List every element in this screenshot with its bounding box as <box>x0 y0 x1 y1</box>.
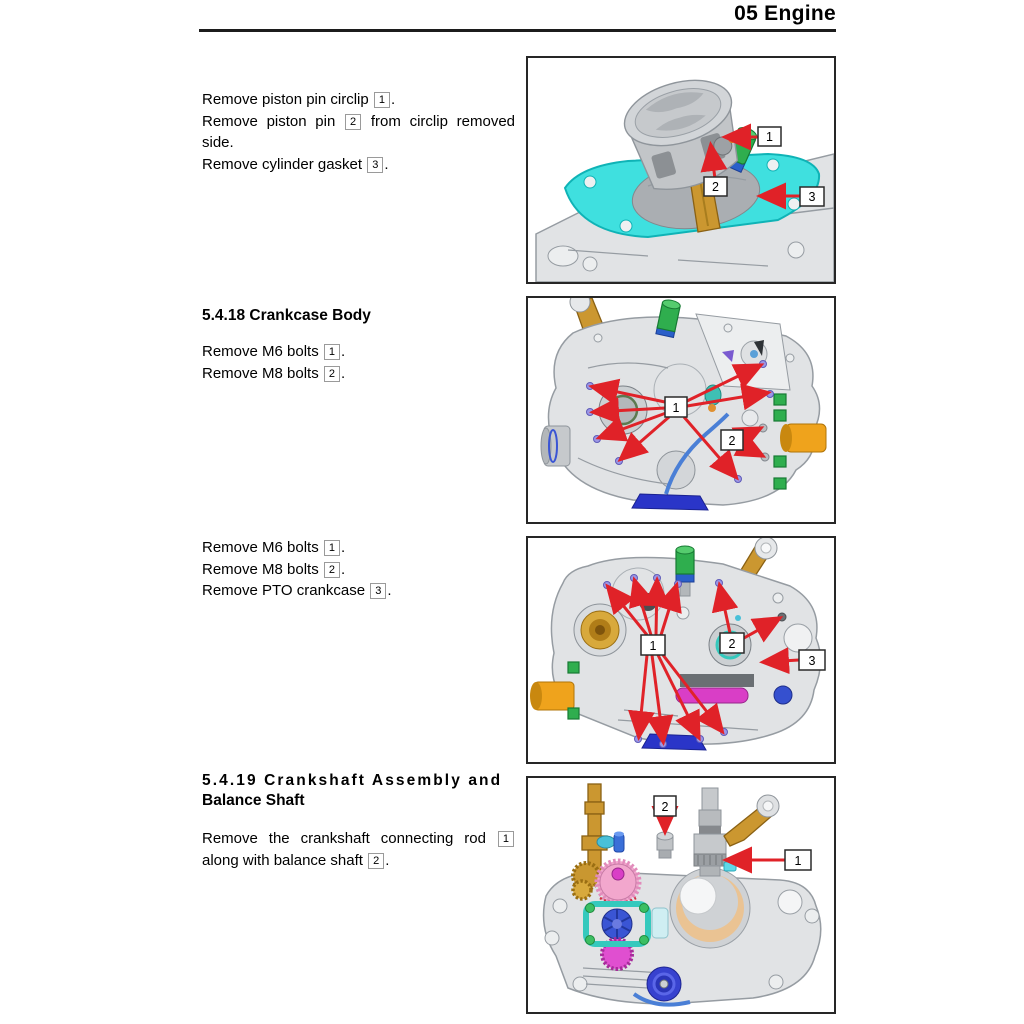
figure-panel-crankshaft: 2 1 <box>526 776 836 1014</box>
section-heading-line: Balance Shaft <box>202 791 305 809</box>
idler-gear <box>596 835 616 849</box>
figure-panel-piston-removal: 1 2 3 <box>526 56 836 284</box>
spark-plug <box>655 299 681 339</box>
callout-arrows <box>651 806 785 874</box>
callout-ref-box: 1 <box>323 344 341 360</box>
instruction-line: Remove the crankshaft connecting rod 1 a… <box>202 828 515 871</box>
pto-shaft <box>530 681 575 711</box>
callout-label: 1 <box>673 401 680 415</box>
instructions-crankshaft: Remove the crankshaft connecting rod 1 a… <box>202 828 515 871</box>
callout-ref-box: 1 <box>497 831 514 847</box>
callout-3: 3 <box>798 649 826 671</box>
section-heading-line: 5.4.19 Crankshaft Assembly and <box>202 772 503 789</box>
balance-drive-gear <box>594 858 642 906</box>
callout-ref-box: 3 <box>370 583 387 599</box>
instructions-piston: Remove piston pin circlip 1. Remove pisto… <box>202 89 515 175</box>
callout-1: 1 <box>640 634 666 656</box>
instruction-line: Remove cylinder gasket 3. <box>202 155 389 173</box>
callout-ref-box: 2 <box>368 852 385 869</box>
callout-1: 1 <box>784 849 812 871</box>
instructions-pto-crankcase: Remove M6 bolts 1. Remove M8 bolts 2. Remo… <box>202 537 515 602</box>
bearing-bore <box>580 610 620 650</box>
mount-pads <box>567 661 580 720</box>
breather-hose <box>664 412 730 495</box>
callout-1: 1 <box>757 126 782 147</box>
instruction-line: Remove M6 bolts 1. <box>202 343 346 360</box>
callout-label: 1 <box>766 130 773 144</box>
piston-gasket-figure: 1 2 3 <box>535 79 834 282</box>
bevel-gear <box>601 908 633 940</box>
callout-ref-box: 2 <box>345 113 362 130</box>
callout-ref-box: 1 <box>323 540 341 556</box>
callout-arrows <box>588 363 772 481</box>
instruction-line: Remove PTO crankcase 3. <box>202 582 392 599</box>
instruction-line: Remove M6 bolts 1. <box>202 539 346 556</box>
callout-label: 3 <box>809 654 816 668</box>
callout-label: 1 <box>650 639 657 653</box>
crankshaft-figure: 2 1 <box>542 783 822 1007</box>
gasket-plate <box>651 907 669 939</box>
callout-label: 1 <box>795 854 802 868</box>
callout-label: 2 <box>712 180 719 194</box>
instruction-line: Remove M8 bolts 2. <box>202 364 346 382</box>
crankcase-bolts-figure: 1 2 <box>540 298 827 511</box>
oil-strainer-cover <box>641 733 707 751</box>
callout-3: 3 <box>799 186 825 207</box>
figure-panel-pto-crankcase: 1 2 3 <box>526 536 836 764</box>
figure-panel-crankcase-body: 1 2 <box>526 296 836 524</box>
piston <box>623 79 739 190</box>
dowel-bushing <box>656 831 674 859</box>
oil-pump-shaft <box>613 831 625 853</box>
instruction-line: Remove piston pin circlip 1. <box>202 91 396 108</box>
callout-ref-box: 3 <box>367 156 384 173</box>
section-heading-line: 5.4.18 Crankcase Body <box>202 307 371 324</box>
spark-plug <box>675 545 695 597</box>
instruction-line: Remove M8 bolts 2. <box>202 560 346 578</box>
callout-label: 2 <box>729 434 736 448</box>
balance-shaft-bore <box>675 687 749 704</box>
callout-ref-box: 2 <box>323 561 341 578</box>
page-header-title: 05 Engine <box>199 2 836 32</box>
callout-2: 2 <box>653 795 677 817</box>
instruction-line: Remove piston pin 2 from circlip removed… <box>202 112 516 152</box>
callout-ref-box: 1 <box>373 92 391 108</box>
bearing-retainer <box>583 901 651 947</box>
callout-1: 1 <box>664 396 688 418</box>
crankshaft <box>669 787 751 949</box>
oil-pump <box>632 966 691 1007</box>
callout-2: 2 <box>703 176 728 197</box>
callout-2: 2 <box>720 429 744 451</box>
oil-strainer-cover <box>631 493 709 511</box>
callout-2: 2 <box>719 632 745 654</box>
section-heading-5-4-18: 5.4.18 Crankcase Body <box>202 306 518 326</box>
mount-pads <box>773 393 787 490</box>
callout-label: 2 <box>662 800 669 814</box>
callout-arrows <box>700 123 801 210</box>
callout-arrows <box>605 576 800 746</box>
callout-label: 2 <box>729 637 736 651</box>
callout-ref-box: 2 <box>323 365 341 382</box>
pto-crankcase-figure: 1 2 3 <box>530 538 826 751</box>
callout-label: 3 <box>809 190 816 204</box>
connecting-rod <box>723 794 780 847</box>
output-shaft <box>780 423 827 453</box>
instructions-crankcase-body: Remove M6 bolts 1. Remove M8 bolts 2. <box>202 341 515 384</box>
